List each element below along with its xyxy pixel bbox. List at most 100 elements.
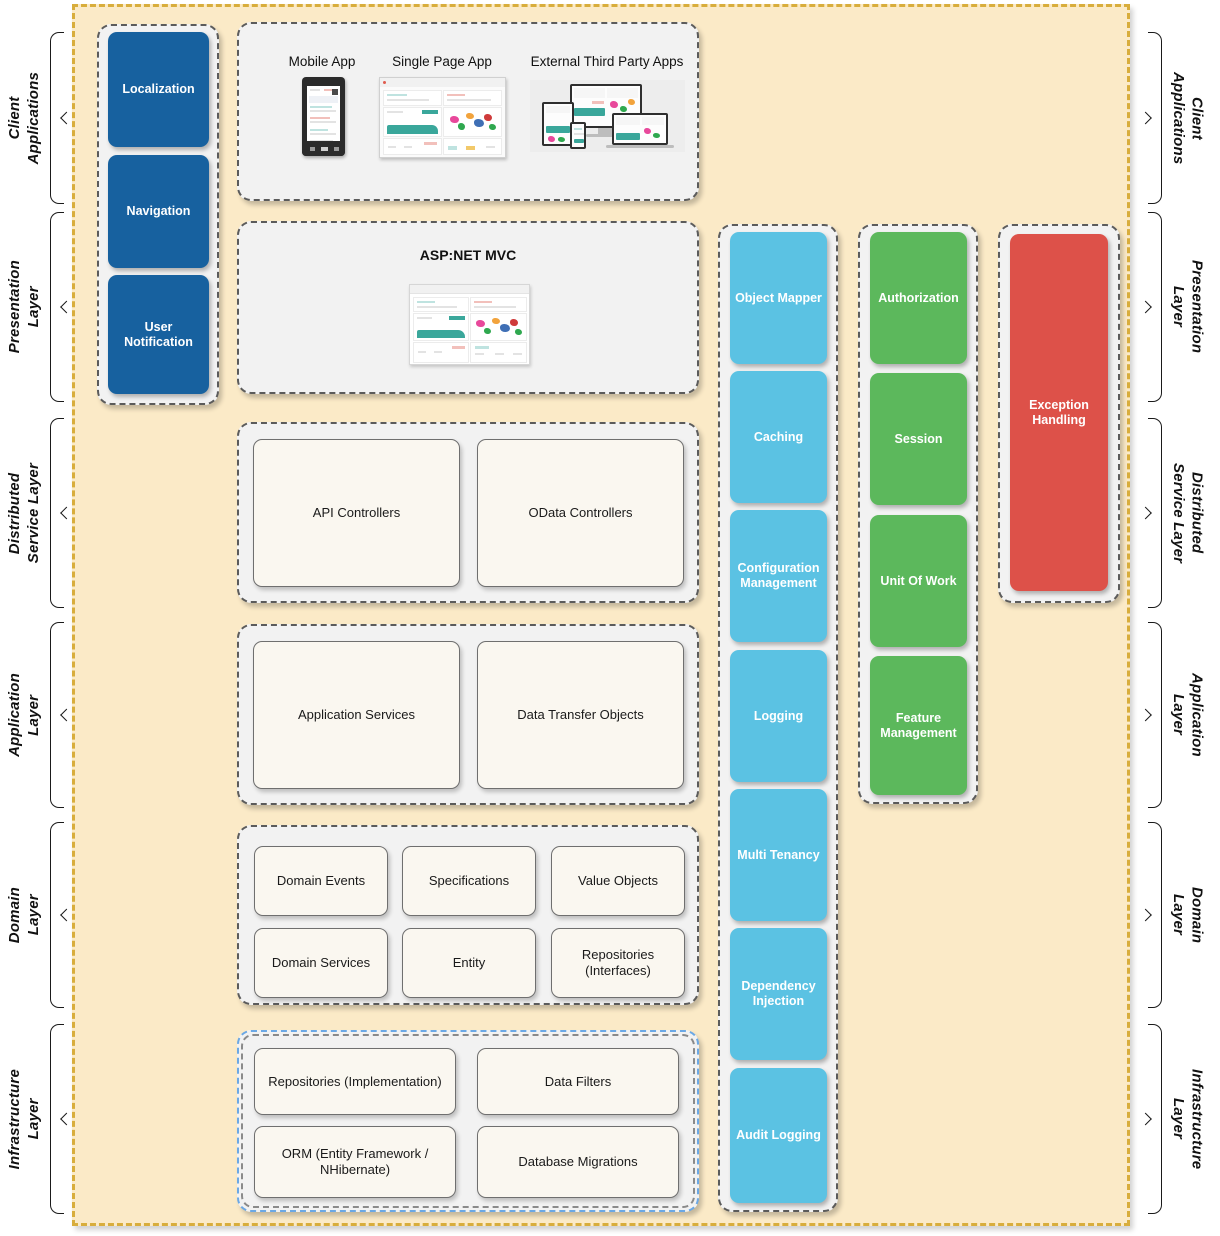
brace-left-label: Application Layer xyxy=(6,673,42,757)
tile-orm[interactable]: ORM (Entity Framework / NHibernate) xyxy=(254,1126,456,1198)
tile-logging[interactable]: Logging xyxy=(730,650,827,782)
tile-label: Localization xyxy=(122,82,195,96)
tile-domain-services[interactable]: Domain Services xyxy=(254,928,388,998)
brace-left-presentation-layer: Presentation Layer xyxy=(6,212,64,402)
client-app-label-spa: Single Page App xyxy=(392,54,492,69)
brace-left-client-applications: Client Applications xyxy=(6,32,64,204)
tile-audit-logging[interactable]: Audit Logging xyxy=(730,1068,827,1203)
brace-left-infrastructure-layer: Infrastructure Layer xyxy=(6,1024,64,1214)
tile-label: Navigation xyxy=(126,204,191,218)
brace-shape xyxy=(49,622,64,808)
tile-label: Session xyxy=(894,431,943,446)
brace-right-label: Domain Layer xyxy=(1169,886,1206,944)
tile-label: Object Mapper xyxy=(735,290,822,305)
tile-feature-management[interactable]: Feature Management xyxy=(870,656,967,795)
brace-right-domain-layer: Domain Layer xyxy=(1148,822,1206,1008)
brace-right-label: Client Applications xyxy=(1169,71,1206,165)
tile-label: Caching xyxy=(753,429,804,444)
brace-shape xyxy=(49,822,64,1008)
browser-content xyxy=(380,87,505,157)
tile-label: Application Services xyxy=(297,707,416,723)
brace-left-label: Domain Layer xyxy=(6,886,42,944)
brace-shape xyxy=(1148,622,1162,808)
brace-shape xyxy=(1148,32,1162,204)
tile-label: Data Filters xyxy=(544,1073,612,1089)
phone-nav-bar xyxy=(302,141,345,156)
tile-label: Repositories (Interfaces) xyxy=(581,947,655,978)
multi-device-screenshot-icon xyxy=(530,80,685,152)
tile-api-controllers[interactable]: API Controllers xyxy=(253,439,460,587)
group-presentation-layer xyxy=(237,221,699,394)
tile-label: Entity xyxy=(452,955,486,971)
brace-shape xyxy=(49,1024,64,1214)
browser-dashboard-screenshot-icon xyxy=(379,77,506,158)
tile-unit-of-work[interactable]: Unit Of Work xyxy=(870,515,967,647)
tile-label: Specifications xyxy=(428,873,510,889)
tile-label: Value Objects xyxy=(578,873,658,889)
phone-screen xyxy=(307,86,340,142)
brace-left-domain-layer: Domain Layer xyxy=(6,822,64,1008)
tile-value-objects[interactable]: Value Objects xyxy=(551,846,685,916)
tile-multi-tenancy[interactable]: Multi Tenancy xyxy=(730,789,827,921)
brace-right-distributed-service-layer: Distributed Service Layer xyxy=(1148,418,1206,608)
brace-left-distributed-service-layer: Distributed Service Layer xyxy=(6,418,64,608)
tile-exception-handling[interactable]: Exception Handling xyxy=(1010,234,1108,591)
tile-configuration-management[interactable]: Configuration Management xyxy=(730,510,827,642)
brace-shape xyxy=(49,212,64,402)
brace-right-application-layer: Application Layer xyxy=(1148,622,1206,808)
tile-label: OData Controllers xyxy=(528,505,633,521)
brace-right-label: Application Layer xyxy=(1169,673,1206,757)
presentation-dashboard-screenshot-icon xyxy=(409,284,530,365)
monitor-base xyxy=(586,134,626,137)
tile-label: Repositories (Implementation) xyxy=(268,1073,442,1089)
tile-label: ORM (Entity Framework / NHibernate) xyxy=(281,1146,429,1177)
device-phone xyxy=(570,122,586,149)
presentation-title: ASP:NET MVC xyxy=(419,247,517,263)
device-laptop xyxy=(612,113,668,145)
tile-specifications[interactable]: Specifications xyxy=(402,846,536,916)
tile-label: Domain Services xyxy=(271,955,371,971)
tile-label: User Notification xyxy=(124,319,193,349)
brace-left-label: Infrastructure Layer xyxy=(6,1068,42,1170)
tile-caching[interactable]: Caching xyxy=(730,371,827,503)
tile-label: Multi Tenancy xyxy=(737,847,820,862)
tile-label: Database Migrations xyxy=(518,1154,638,1170)
tile-session[interactable]: Session xyxy=(870,373,967,505)
tile-data-transfer-objects[interactable]: Data Transfer Objects xyxy=(477,641,684,789)
brace-right-label: Presentation Layer xyxy=(1169,260,1206,354)
tile-dependency-injection[interactable]: Dependency Injection xyxy=(730,928,827,1060)
tile-label: API Controllers xyxy=(312,505,401,521)
brace-shape xyxy=(1148,418,1162,608)
tile-label: Authorization xyxy=(878,290,959,305)
tile-label: Unit Of Work xyxy=(880,573,957,588)
tile-odata-controllers[interactable]: OData Controllers xyxy=(477,439,684,587)
brace-shape xyxy=(1148,1024,1162,1214)
tile-navigation[interactable]: Navigation xyxy=(108,155,209,268)
tile-label: Feature Management xyxy=(880,710,957,740)
client-app-label-third-party: External Third Party Apps xyxy=(530,54,684,69)
tile-repositories-implementation[interactable]: Repositories (Implementation) xyxy=(254,1048,456,1115)
brace-shape xyxy=(49,32,64,204)
tile-data-filters[interactable]: Data Filters xyxy=(477,1048,679,1115)
brace-left-application-layer: Application Layer xyxy=(6,622,64,808)
tile-label: Domain Events xyxy=(276,873,366,889)
tile-label: Data Transfer Objects xyxy=(517,707,644,723)
tile-user-notification[interactable]: User Notification xyxy=(108,275,209,394)
tile-authorization[interactable]: Authorization xyxy=(870,232,967,364)
tile-localization[interactable]: Localization xyxy=(108,32,209,147)
brace-right-infrastructure-layer: Infrastructure Layer xyxy=(1148,1024,1206,1214)
tile-label: Configuration Management xyxy=(737,561,820,590)
tile-domain-events[interactable]: Domain Events xyxy=(254,846,388,916)
tile-object-mapper[interactable]: Object Mapper xyxy=(730,232,827,364)
brace-left-label: Client Applications xyxy=(6,71,42,165)
brace-right-label: Distributed Service Layer xyxy=(1169,462,1206,564)
monitor-stand xyxy=(598,128,614,134)
tile-application-services[interactable]: Application Services xyxy=(253,641,460,789)
brace-left-label: Presentation Layer xyxy=(6,260,42,354)
tile-entity[interactable]: Entity xyxy=(402,928,536,998)
tile-repositories-interfaces[interactable]: Repositories (Interfaces) xyxy=(551,928,685,998)
tile-database-migrations[interactable]: Database Migrations xyxy=(477,1126,679,1198)
device-tablet xyxy=(542,102,574,146)
brace-right-client-applications: Client Applications xyxy=(1148,32,1206,204)
